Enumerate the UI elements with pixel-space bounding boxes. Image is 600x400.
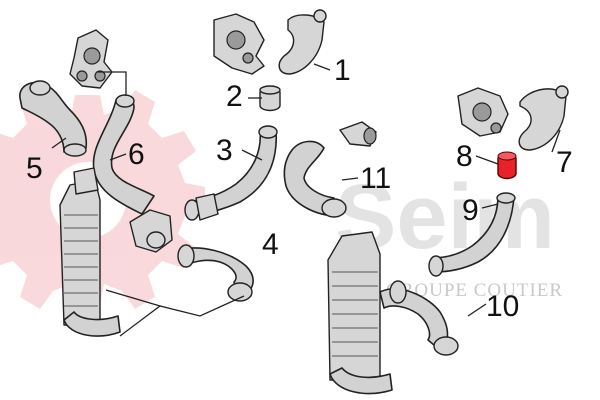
hose-part-10 — [379, 280, 459, 356]
callout-labels: 1 2 3 4 5 6 7 8 9 10 11 — [26, 54, 573, 323]
hose-part-3 — [184, 125, 278, 221]
connector-part-2 — [259, 85, 281, 112]
hose-part-9 — [428, 192, 516, 277]
elbow-connector-left — [129, 209, 173, 253]
highlighted-part-8 — [497, 151, 517, 180]
callout-4: 4 — [262, 228, 279, 261]
callout-5: 5 — [26, 152, 43, 185]
hose-part-5 — [19, 80, 88, 157]
callout-1: 1 — [334, 54, 351, 87]
callout-11: 11 — [360, 162, 391, 195]
brand-gear-logo — [0, 90, 205, 309]
callout-6: 6 — [128, 138, 145, 171]
watermark-tagline: GROUPE COUTIER — [386, 280, 563, 301]
turbocharger-left — [69, 29, 113, 89]
leader-lines — [51, 63, 561, 337]
callout-2: 2 — [226, 80, 243, 113]
callout-3: 3 — [216, 134, 233, 167]
intercooler-right — [327, 231, 393, 395]
turbocharger-right — [457, 87, 509, 137]
callout-10: 10 — [486, 290, 519, 323]
callout-7: 7 — [556, 146, 573, 179]
elbow-part-7 — [518, 85, 569, 151]
callout-8: 8 — [456, 140, 473, 173]
elbow-part-1 — [278, 9, 327, 75]
turbocharger-middle — [213, 13, 265, 75]
hose-part-6 — [92, 94, 155, 215]
intercooler-left — [59, 167, 121, 337]
hose-part-11 — [283, 121, 377, 218]
callout-9: 9 — [462, 194, 479, 227]
hose-part-4 — [177, 244, 254, 302]
